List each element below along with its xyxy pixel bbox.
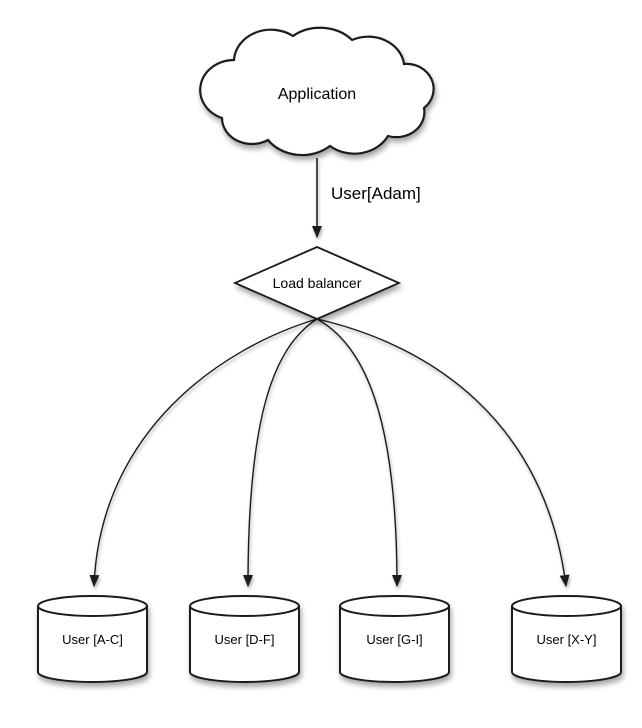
loadbalancer-to-shard4-arrow — [316, 318, 570, 587]
labels-layer: Application User[Adam] Load balancer Use… — [62, 86, 596, 647]
application-label: Application — [278, 86, 356, 103]
load-balancer-diamond-shape — [232, 246, 402, 320]
edges-layer — [89, 158, 570, 587]
cylinder-body — [511, 606, 622, 683]
database-cylinder-shard-4 — [511, 595, 622, 683]
loadbalancer-to-shard2-arrow — [243, 318, 318, 587]
shapes-layer — [37, 26, 622, 683]
cylinder-top-ellipse — [37, 595, 148, 617]
cylinder-top-ellipse — [339, 595, 450, 617]
shard-2-label: User [D-F] — [215, 632, 275, 647]
loadbalancer-to-shard1-arrow — [89, 318, 318, 587]
database-cylinder-shard-3 — [339, 595, 450, 683]
cylinder-top-ellipse — [511, 595, 622, 617]
application-cloud-shape — [199, 26, 435, 157]
cylinder-top-ellipse — [189, 595, 300, 617]
database-cylinder-shard-2 — [189, 595, 300, 683]
cylinder-body — [37, 606, 148, 683]
database-cylinder-shard-1 — [37, 595, 148, 683]
shard-4-label: User [X-Y] — [537, 632, 597, 647]
cylinder-body — [189, 606, 300, 683]
shard-1-label: User [A-C] — [62, 632, 123, 647]
cylinder-body — [339, 606, 450, 683]
loadbalancer-to-shard3-arrow — [316, 318, 402, 587]
load-balancer-label: Load balancer — [273, 275, 362, 291]
app-to-loadbalancer-edge-label: User[Adam] — [331, 184, 421, 203]
shard-3-label: User [G-I] — [366, 632, 422, 647]
